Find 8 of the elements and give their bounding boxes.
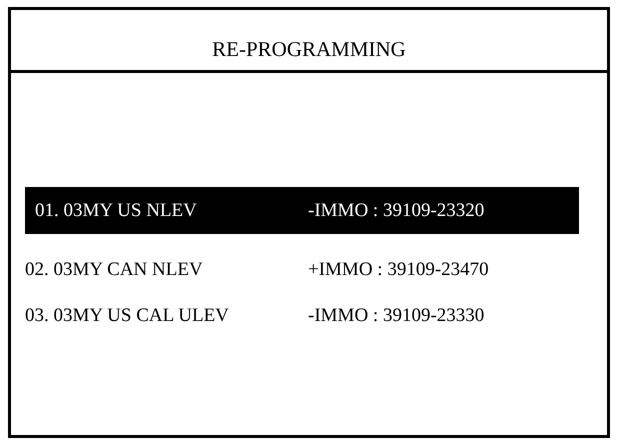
- program-name: 03. 03MY US CAL ULEV: [25, 305, 229, 327]
- selected-row-bar: [25, 187, 579, 234]
- program-name: 02. 03MY CAN NLEV: [25, 259, 203, 281]
- immo-code: -IMMO : 39109-23320: [308, 200, 484, 222]
- program-name: 01. 03MY US NLEV: [35, 200, 197, 222]
- immo-code: -IMMO : 39109-23330: [308, 305, 484, 327]
- screen-title: RE-PROGRAMMING: [211, 37, 407, 62]
- immo-code: +IMMO : 39109-23470: [308, 259, 489, 281]
